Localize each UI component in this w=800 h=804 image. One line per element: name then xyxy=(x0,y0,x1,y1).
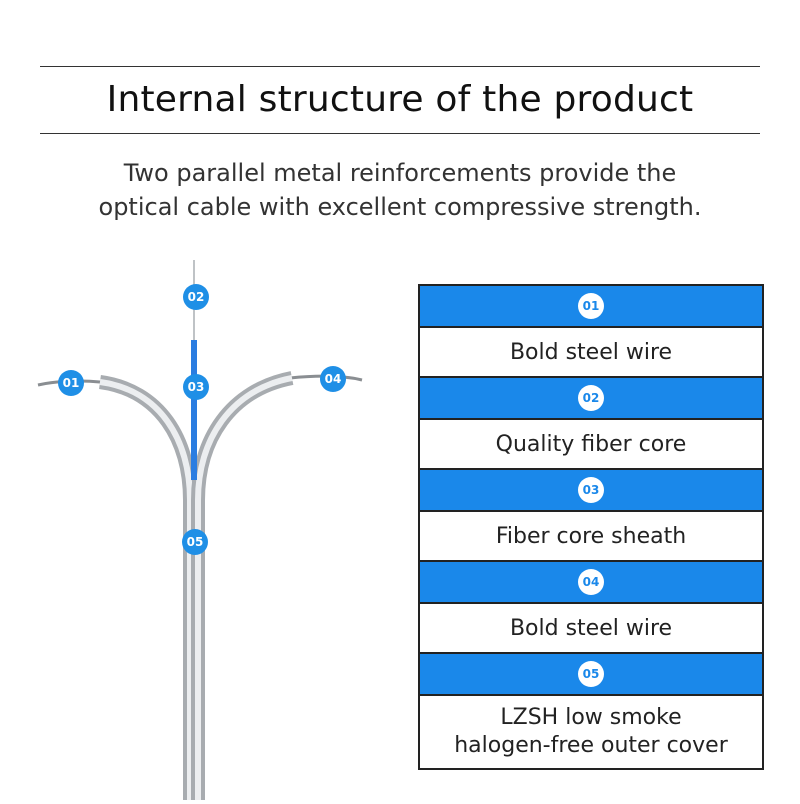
number-badge: 02 xyxy=(578,385,604,411)
table-row: LZSH low smoke halogen-free outer cover xyxy=(420,696,762,768)
number-badge: 05 xyxy=(578,661,604,687)
table-row-header: 03 xyxy=(420,470,762,512)
number-badge: 01 xyxy=(578,293,604,319)
subtitle-line-1: Two parallel metal reinforcements provid… xyxy=(123,159,677,187)
title-bottom-rule xyxy=(40,133,760,134)
table-row-header: 02 xyxy=(420,378,762,420)
table-row: Bold steel wire xyxy=(420,328,762,378)
subtitle-line-2: optical cable with excellent compressive… xyxy=(98,193,702,221)
table-row-header: 04 xyxy=(420,562,762,604)
page-title: Internal structure of the product xyxy=(106,79,694,120)
diagram-label-03: 03 xyxy=(183,374,209,400)
cable-diagram: 01 02 03 04 05 xyxy=(0,240,400,800)
row-text-line-2: halogen-free outer cover xyxy=(454,733,728,758)
diagram-label-05: 05 xyxy=(182,529,208,555)
diagram-label-04: 04 xyxy=(320,366,346,392)
diagram-label-02: 02 xyxy=(183,284,209,310)
table-row-header: 05 xyxy=(420,654,762,696)
left-arm xyxy=(98,375,197,800)
component-table: 01 Bold steel wire 02 Quality fiber core… xyxy=(418,284,764,770)
page-subtitle: Two parallel metal reinforcements provid… xyxy=(0,156,800,224)
number-badge: 03 xyxy=(578,477,604,503)
table-row: Fiber core sheath xyxy=(420,512,762,562)
row-text-line-1: LZSH low smoke xyxy=(500,705,682,730)
table-row: Bold steel wire xyxy=(420,604,762,654)
table-row-header: 01 xyxy=(420,286,762,328)
table-row: Quality fiber core xyxy=(420,420,762,470)
cable-illustration xyxy=(37,260,363,800)
diagram-label-01: 01 xyxy=(58,370,84,396)
number-badge: 04 xyxy=(578,569,604,595)
title-top-rule xyxy=(40,66,760,67)
